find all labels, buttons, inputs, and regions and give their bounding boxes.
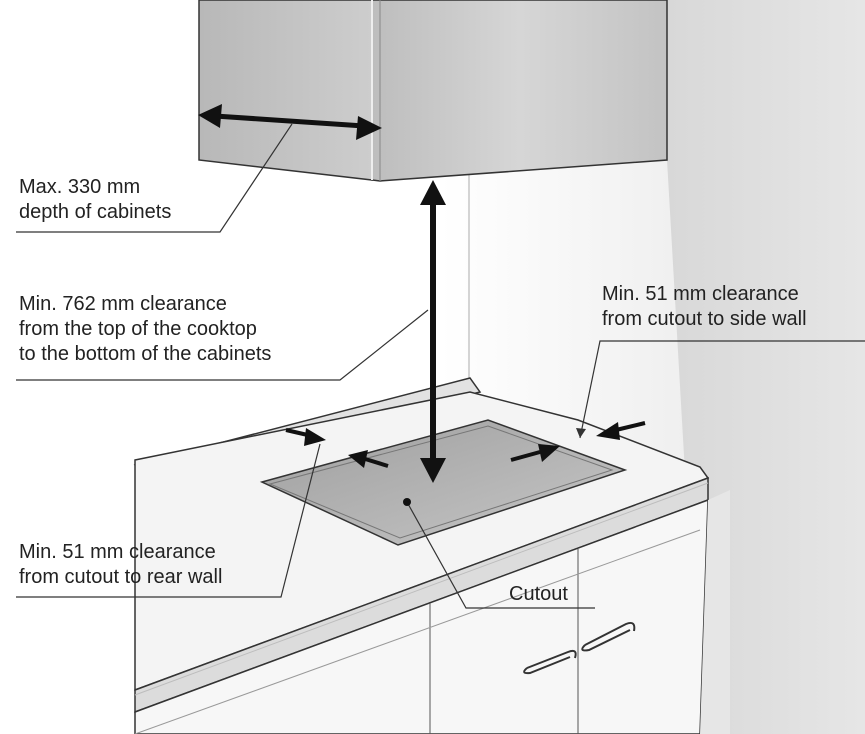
rear-clearance-line-1: Min. 51 mm clearance [19, 541, 216, 563]
rear-clearance-label: Min. 51 mm clearance from cutout to rear… [19, 540, 222, 590]
cabinet-depth-line-1: Max. 330 mm [19, 176, 141, 198]
drawer-handle-right [581, 621, 636, 652]
vertical-clearance-line-3: to the bottom of the cabinets [19, 343, 272, 365]
side-clearance-label: Min. 51 mm clearance from cutout to side… [602, 282, 807, 332]
vertical-clearance-label: Min. 762 mm clearance from the top of th… [19, 292, 271, 367]
cutout-text: Cutout [509, 583, 568, 605]
vertical-clearance-arrow [420, 180, 446, 483]
leader-lines [16, 123, 865, 609]
side-clearance-line-2: from cutout to side wall [602, 308, 807, 330]
leader-rear-clearance [16, 443, 321, 598]
cabinet-depth-arrow [198, 104, 382, 140]
upper-cabinet [198, 0, 668, 182]
cabinet-depth-line-2: depth of cabinets [19, 201, 172, 223]
cutout-dot [403, 498, 411, 506]
leader-cutout [406, 501, 595, 609]
leader-side-clearance [579, 340, 865, 439]
base-cabinet [134, 490, 730, 734]
drawer-handle-left [523, 649, 577, 675]
leader-vertical-clearance [16, 309, 429, 381]
leader-cabinet-depth [16, 123, 293, 233]
rear-clearance-arrows [285, 428, 389, 468]
side-leader-tip [576, 428, 586, 438]
vertical-clearance-line-2: from the top of the cooktop [19, 318, 257, 340]
cabinet-depth-label: Max. 330 mm depth of cabinets [19, 175, 171, 225]
cutout-opening [259, 419, 628, 546]
rear-clearance-line-2: from cutout to rear wall [19, 566, 223, 588]
side-clearance-arrows [510, 421, 646, 462]
cutout-label: Cutout [509, 582, 568, 607]
side-clearance-line-1: Min. 51 mm clearance [602, 283, 799, 305]
vertical-clearance-line-1: Min. 762 mm clearance [19, 293, 227, 315]
